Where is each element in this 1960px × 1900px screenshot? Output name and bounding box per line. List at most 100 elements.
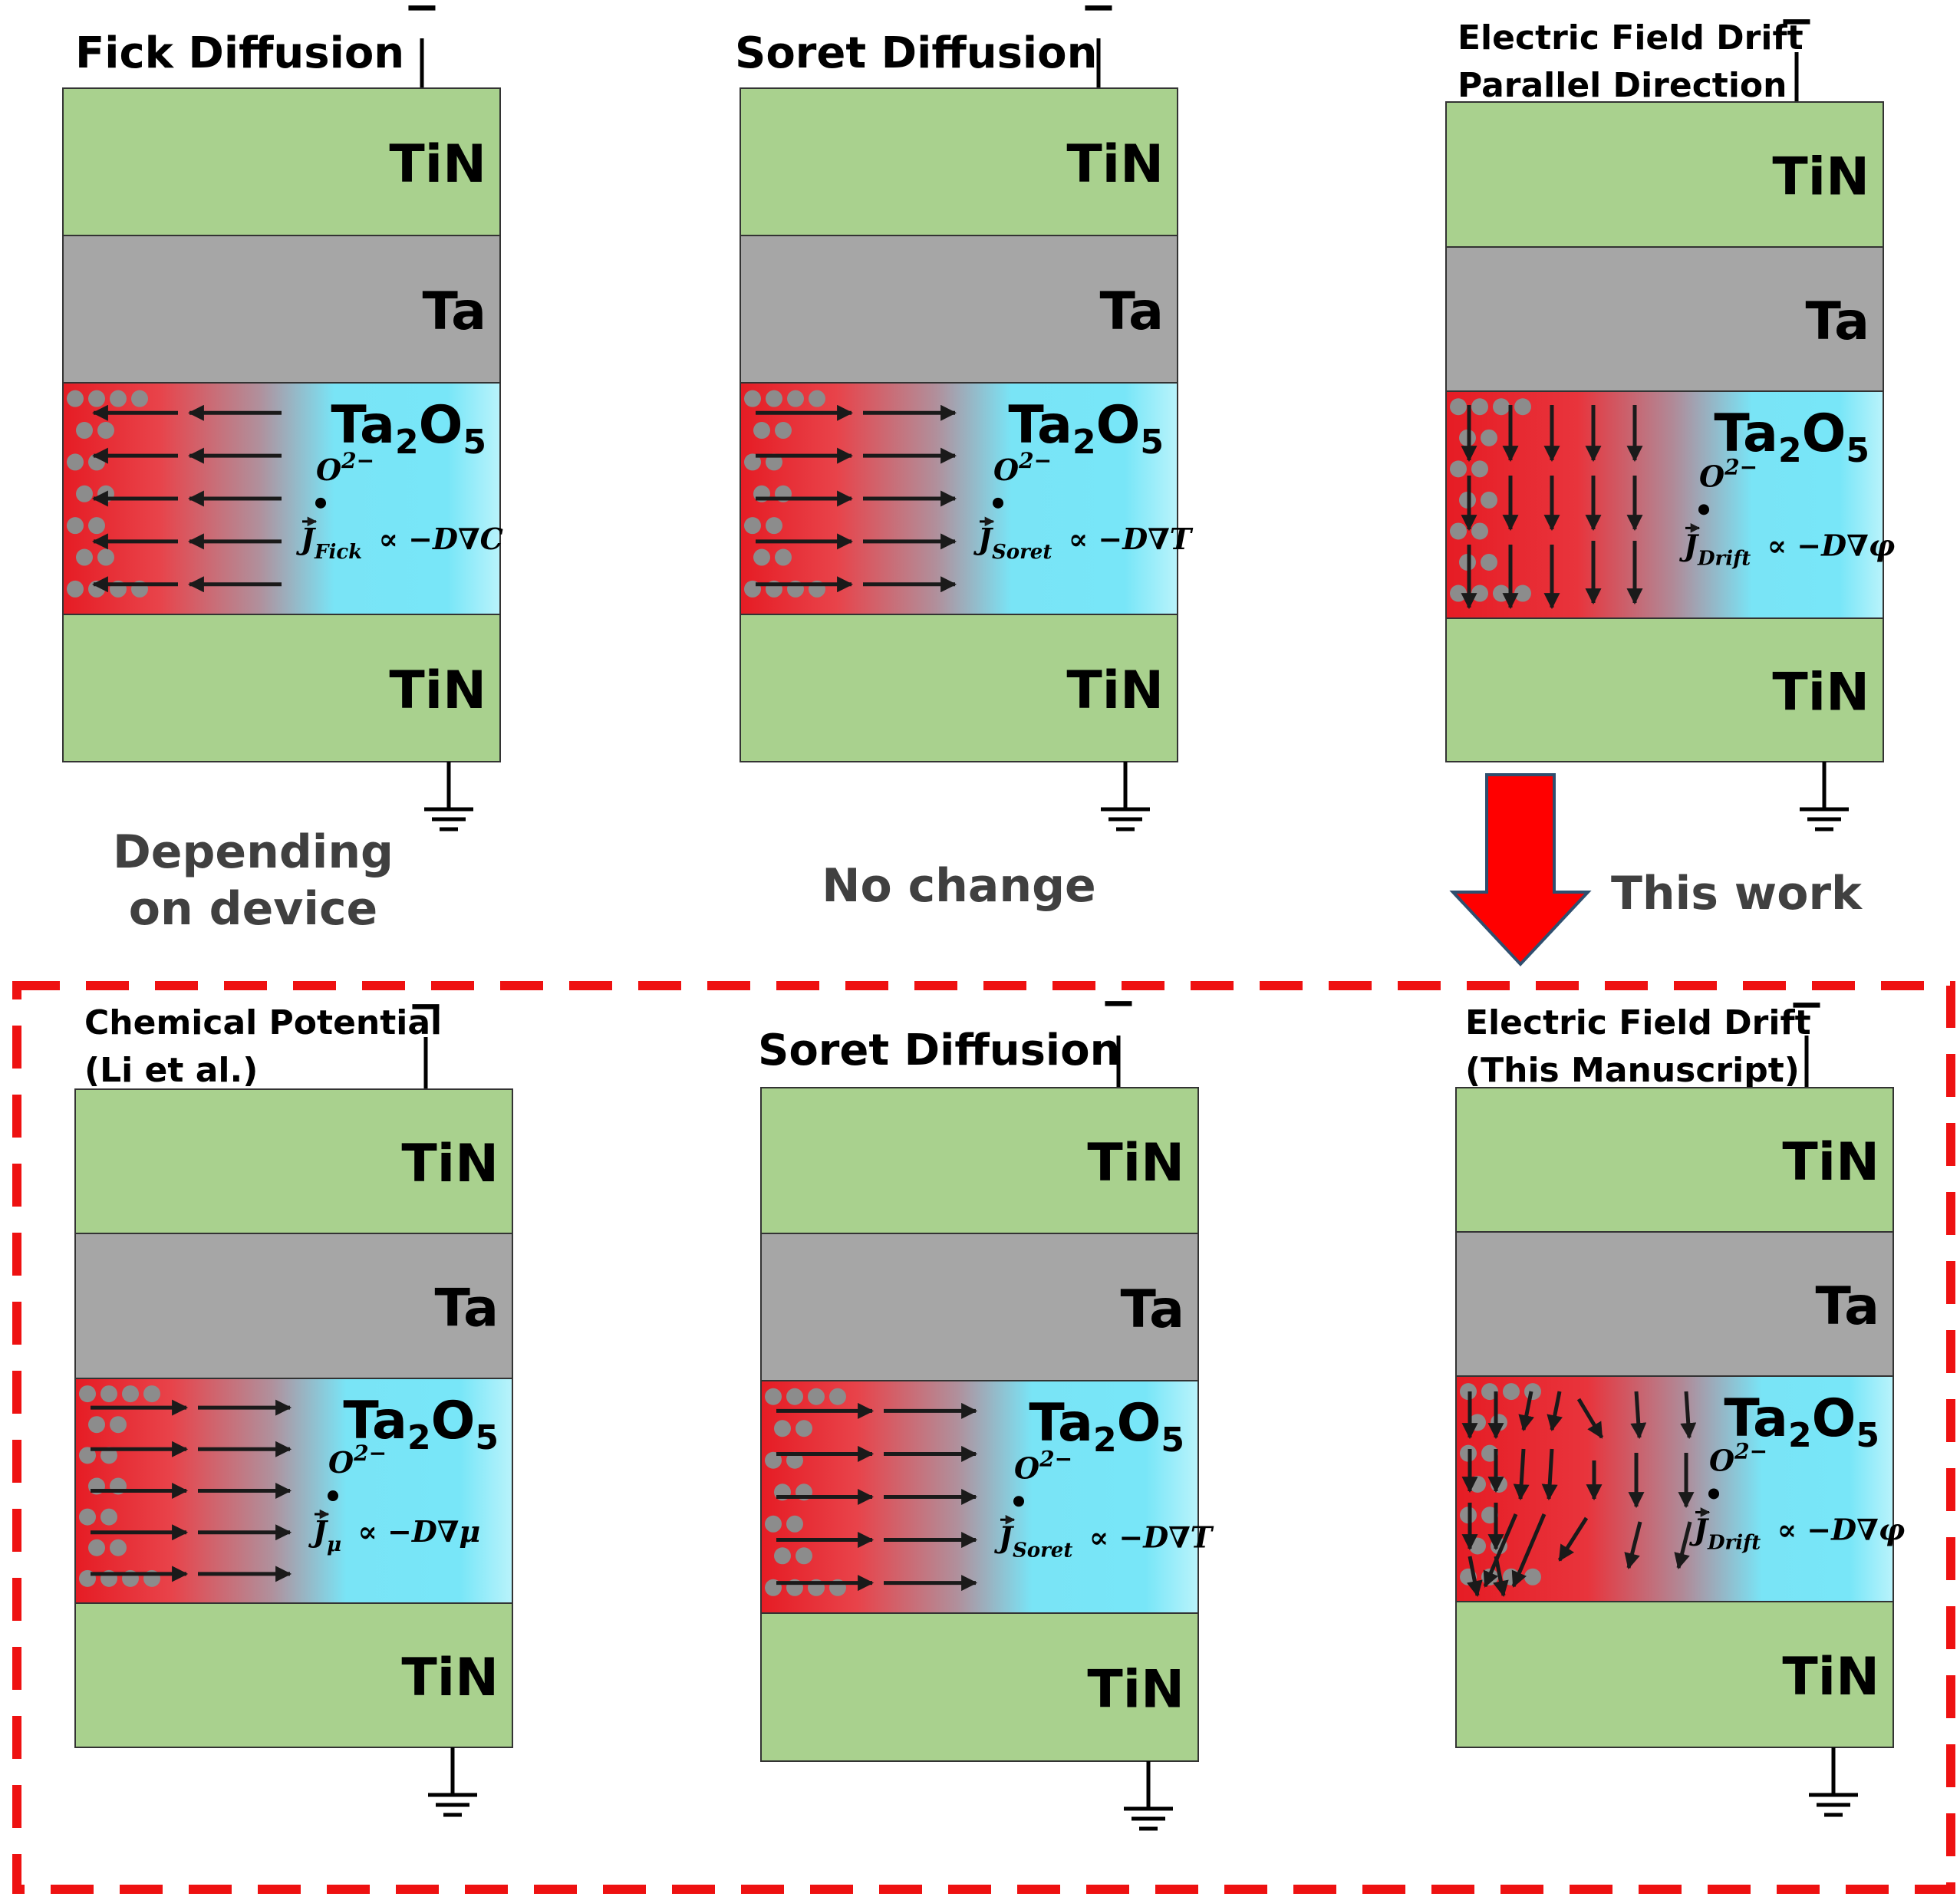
vacancy-dot [1493,398,1510,416]
ground-icon [1800,762,1849,831]
vacancy-dot [829,1388,846,1405]
vacancy-dot [774,1547,791,1565]
flux-arrow [1467,1556,1483,1598]
flux-arrow [1511,1513,1547,1588]
vacancy-dot [1471,460,1488,478]
flux-arrow-group [91,404,282,593]
vacancy-dot [67,453,84,471]
vacancy-dot [744,517,761,535]
ta2o5-label: Ta2O5 [331,395,486,462]
tin-label: TiN [401,1134,499,1194]
ta2o5-label: Ta2O5 [343,1391,499,1457]
vacancy-dot [1471,522,1488,540]
vacancy-dot [67,580,84,598]
oxygen-ion-label: O2− [316,448,374,487]
vacancy-dot [100,1447,117,1464]
flux-equation: JFick ∝ −D∇C [296,522,503,564]
vacancy-dot [744,453,761,471]
vacancy-dot [100,1508,117,1526]
flux-arrow [1518,1391,1535,1432]
flux-arrow [1483,1513,1518,1588]
ground-icon [1101,762,1150,831]
negative-terminal-sign: − [1779,0,1815,46]
vacancy-dot [1471,584,1488,602]
vacancy-dot [796,1420,812,1437]
panel-title: Fick Diffusion [75,28,404,78]
tin-label: TiN [1087,1133,1184,1194]
ta-label: Ta [1120,1279,1184,1340]
ta-layer [1455,1231,1894,1377]
ta2o5-oxide-layer [1445,390,1884,619]
ta-label: Ta [1099,282,1164,342]
flux-arrow [1630,1391,1647,1440]
vacancy-dot [765,1388,782,1405]
vacancy-dot [809,390,825,407]
vacancy-dot [1450,522,1467,540]
negative-terminal-sign: − [404,0,440,32]
flux-arrow [1547,1391,1563,1432]
tin-label: TiN [1087,1660,1184,1721]
panel-title: (This Manuscript) [1465,1051,1800,1090]
vacancy-dot [1524,1568,1541,1586]
vacancy-dot [76,485,93,502]
ta-layer [62,235,501,384]
caption-depending-line2: on device [129,882,377,936]
big-down-arrow [1449,773,1592,966]
vacancy-dot [110,1416,127,1434]
tin-bottom-layer [740,614,1178,762]
negative-terminal-sign: − [1789,980,1825,1029]
vacancy-dot [88,1539,105,1556]
tin-label: TiN [1066,134,1164,195]
ta2o5-label: Ta2O5 [1714,403,1869,470]
vacancy-dot [131,390,148,407]
vacancy-dot [786,1388,803,1405]
oxygen-ion-label: O2− [1014,1446,1072,1485]
this-work-dashed-border [12,981,1955,1894]
ta2o5-label: Ta2O5 [1008,395,1164,462]
tin-label: TiN [1782,1132,1879,1193]
tin-top-layer [1455,1087,1894,1233]
vacancy-dot [1471,398,1488,416]
vacancy-dot [1524,1383,1541,1401]
vacancy-dot [765,1451,782,1469]
oxygen-ion-dot [328,1490,338,1502]
vacancy-dot [796,1547,812,1565]
vacancy-dot [774,1420,791,1437]
ta-label: Ta [1805,291,1869,352]
tin-label: TiN [401,1648,499,1708]
vacancy-dot [143,1385,160,1403]
panel-title: Electric Field Drift [1458,18,1804,58]
caption-depending-line1: Depending [113,825,394,879]
vacancy-dot [1481,554,1497,571]
oxygen-ion-dot [993,497,1003,509]
flux-arrow [1541,1448,1558,1501]
ground-icon [1809,1747,1858,1817]
panel-chemical: Chemical Potential(Li et al.)−TiNTaTiNTa… [74,981,513,1817]
tin-label: TiN [389,660,486,721]
vacancy-dot [1493,584,1510,602]
vacancy-dot [67,517,84,535]
vacancy-dot [765,1515,782,1533]
tin-bottom-layer [74,1602,513,1748]
vacancy-dot [1503,1383,1520,1401]
oxygen-vacancy-cluster [765,1388,846,1596]
vacancy-dot [766,517,782,535]
ta2o5-label: Ta2O5 [1724,1388,1879,1455]
panel-title: Parallel Direction [1458,66,1787,105]
vacancy-dot [1514,584,1531,602]
negative-terminal-sign: − [1081,0,1117,32]
flux-arrow [1557,1516,1589,1562]
flux-arrow [1674,1521,1692,1570]
vacancy-dot [100,1385,117,1403]
tin-label: TiN [1066,660,1164,721]
vacancy-dot [753,548,770,566]
caption-this-work: This work [1611,867,1863,920]
oxygen-vacancy-cluster [67,390,148,598]
tin-bottom-layer [1445,617,1884,762]
vacancy-dot [110,1539,127,1556]
ground-icon [1124,1761,1173,1831]
tin-label: TiN [1772,663,1869,723]
vacancy-dot [88,390,105,407]
